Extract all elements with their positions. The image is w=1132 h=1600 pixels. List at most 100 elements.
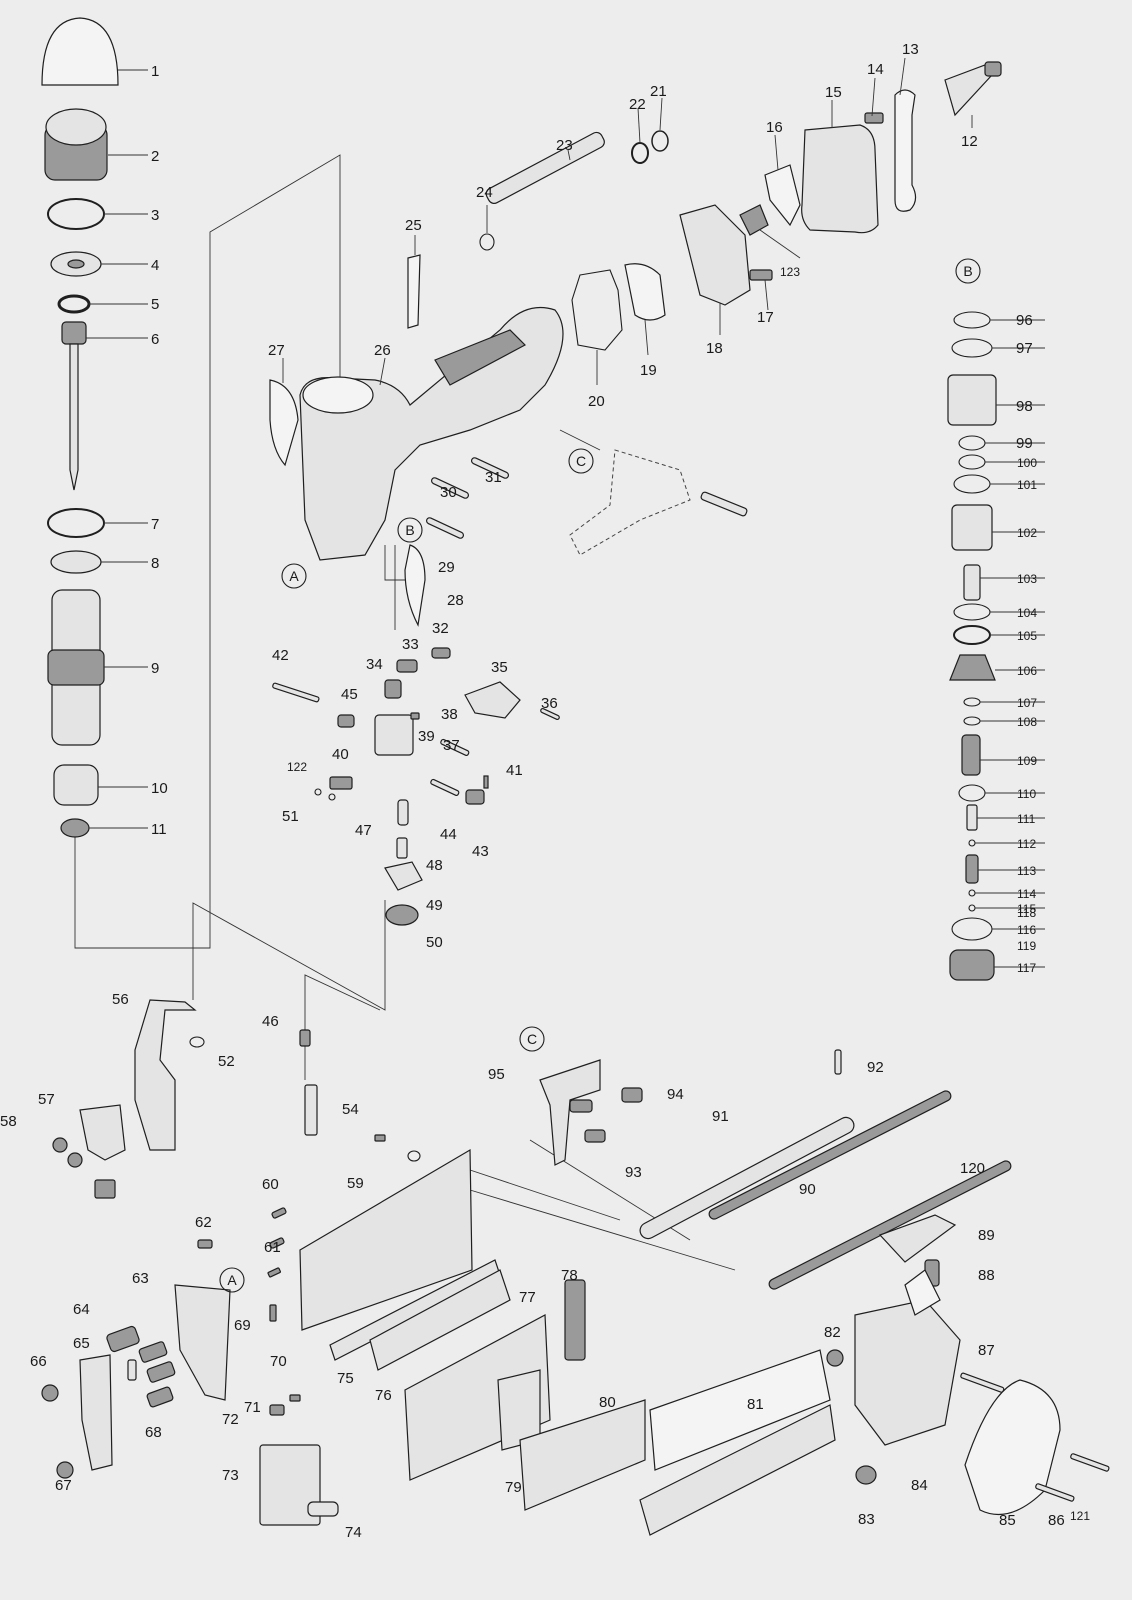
part-label: 29 (438, 559, 455, 576)
part-label: 39 (418, 728, 435, 745)
part-label: 104 (1017, 606, 1037, 620)
part-label: 72 (222, 1411, 239, 1428)
callout-b-right-circle (955, 258, 981, 284)
part-label: 47 (355, 822, 372, 839)
part-label: 106 (1017, 664, 1037, 678)
callout-b-right: B (963, 263, 972, 279)
right-column-parts (947, 311, 997, 981)
part-label: 76 (375, 1387, 392, 1404)
part-label: 56 (112, 991, 129, 1008)
part-label: 113 (1017, 864, 1036, 878)
part-label: 86 (1048, 1512, 1065, 1529)
part-label: 97 (1016, 340, 1033, 357)
part-label: 99 (1016, 435, 1033, 452)
callout-c-lower: C (527, 1031, 537, 1047)
part-label: 90 (799, 1181, 816, 1198)
part-label: 9 (151, 660, 159, 677)
part-label: 36 (541, 695, 558, 712)
part-label: 73 (222, 1467, 239, 1484)
part-label: 28 (447, 592, 464, 609)
part-label: 61 (264, 1239, 281, 1256)
part-label: 43 (472, 843, 489, 860)
part-label: 101 (1017, 478, 1037, 492)
part-label: 89 (978, 1227, 995, 1244)
part-label: 49 (426, 897, 443, 914)
part-label: 18 (706, 340, 723, 357)
part-label: 59 (347, 1175, 364, 1192)
part-label: 94 (667, 1086, 684, 1103)
part-label: 85 (999, 1512, 1016, 1529)
part-label: 7 (151, 516, 159, 533)
part-label: 26 (374, 342, 391, 359)
part-label: 93 (625, 1164, 642, 1181)
callout-a-main-circle (281, 563, 307, 589)
part-label: 83 (858, 1511, 875, 1528)
part-label: 35 (491, 659, 508, 676)
part-label: 63 (132, 1270, 149, 1287)
part-label: 115 (1017, 902, 1036, 916)
part-label: 105 (1017, 629, 1037, 643)
part-label: 70 (270, 1353, 287, 1370)
part-label: 25 (405, 217, 422, 234)
part-label: 88 (978, 1267, 995, 1284)
callout-a-lower-circle (219, 1267, 245, 1293)
part-label: 78 (561, 1267, 578, 1284)
lower-assembly-parts (41, 999, 1110, 1536)
part-label: 91 (712, 1108, 729, 1125)
part-label: 38 (441, 706, 458, 723)
part-label: 95 (488, 1066, 505, 1083)
part-label: 21 (650, 83, 667, 100)
trigger-parts (272, 647, 560, 926)
part-label: 123 (780, 265, 800, 279)
part-label: 71 (244, 1399, 261, 1416)
callout-c-main: C (576, 453, 586, 469)
part-label: 75 (337, 1370, 354, 1387)
callout-a-lower: A (227, 1272, 237, 1288)
part-label: 50 (426, 934, 443, 951)
part-label: 84 (911, 1477, 928, 1494)
part-label: 45 (341, 686, 358, 703)
part-label: 118 (1017, 906, 1036, 920)
part-label: 80 (599, 1394, 616, 1411)
part-label: 51 (282, 808, 299, 825)
part-label: 12 (961, 133, 978, 150)
part-label: 108 (1017, 715, 1037, 729)
part-label: 122 (287, 760, 307, 774)
part-label: 64 (73, 1301, 90, 1318)
part-label: 48 (426, 857, 443, 874)
part-label: 66 (30, 1353, 47, 1370)
leader-lines (86, 57, 1045, 968)
callout-b-main-circle (397, 517, 423, 543)
part-label: 22 (629, 96, 646, 113)
callout-c-lower-circle (519, 1026, 545, 1052)
part-label: 100 (1017, 456, 1037, 470)
part-label: 10 (151, 780, 168, 797)
part-label: 87 (978, 1342, 995, 1359)
part-label: 37 (443, 737, 460, 754)
part-label: 33 (402, 636, 419, 653)
part-label: 8 (151, 555, 159, 572)
part-label: 117 (1017, 961, 1036, 975)
part-label: 40 (332, 746, 349, 763)
part-label: 69 (234, 1317, 251, 1334)
part-label: 68 (145, 1424, 162, 1441)
part-label: 23 (556, 137, 573, 154)
part-label: 15 (825, 84, 842, 101)
part-label: 65 (73, 1335, 90, 1352)
part-label: 112 (1017, 837, 1036, 851)
part-label: 11 (151, 821, 167, 838)
part-label: 3 (151, 207, 159, 224)
part-label: 103 (1017, 572, 1037, 586)
part-label: 34 (366, 656, 383, 673)
part-label: 96 (1016, 312, 1033, 329)
part-label: 92 (867, 1059, 884, 1076)
part-label: 60 (262, 1176, 279, 1193)
top-right-parts (407, 61, 1002, 351)
part-label: 1 (151, 63, 159, 80)
part-label: 19 (640, 362, 657, 379)
part-label: 107 (1017, 696, 1037, 710)
part-labels: 1 2 3 4 5 6 7 8 9 10 11 12 13 14 15 16 1… (0, 41, 1090, 1541)
part-label: 116 (1017, 923, 1036, 937)
part-label: 6 (151, 331, 159, 348)
part-label: 82 (824, 1324, 841, 1341)
